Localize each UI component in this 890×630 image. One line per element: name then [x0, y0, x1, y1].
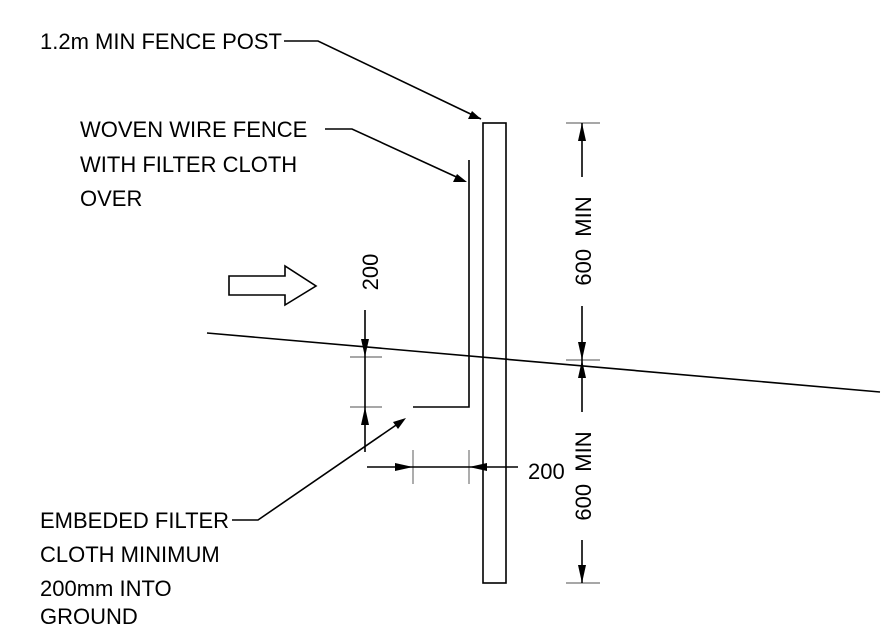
dimension-trench-width — [367, 450, 518, 484]
callout-embedded-line-2: CLOTH MINIMUM — [40, 542, 220, 567]
callout-fence-post: 1.2m MIN FENCE POST — [40, 29, 282, 54]
dimension-trench-depth — [350, 310, 382, 452]
fence-post — [482, 122, 507, 584]
flow-arrow-icon — [228, 264, 318, 307]
callout-embedded-line-3: 200mm INTO — [40, 576, 172, 601]
dimension-text-depth-below: 600 MIN — [571, 431, 596, 520]
dimension-text-trench-width: 200 — [528, 459, 565, 484]
callout-woven-wire-line-3: OVER — [80, 186, 142, 211]
leader-woven-wire — [325, 128, 467, 182]
callout-woven-wire-line-2: WITH FILTER CLOTH — [80, 152, 297, 177]
woven-wire-fence — [413, 160, 470, 408]
dimension-post-heights — [566, 122, 600, 584]
dimension-text-trench-depth: 200 — [358, 254, 383, 291]
callout-embedded-line-4: GROUND — [40, 604, 138, 629]
leader-fence-post — [284, 40, 482, 120]
callout-embedded-line-1: EMBEDED FILTER — [40, 508, 229, 533]
leader-embedded-cloth — [232, 418, 406, 521]
ground-line — [206, 332, 881, 393]
dimension-text-height-above: 600 MIN — [571, 196, 596, 285]
callout-woven-wire-line-1: WOVEN WIRE FENCE — [80, 117, 307, 142]
